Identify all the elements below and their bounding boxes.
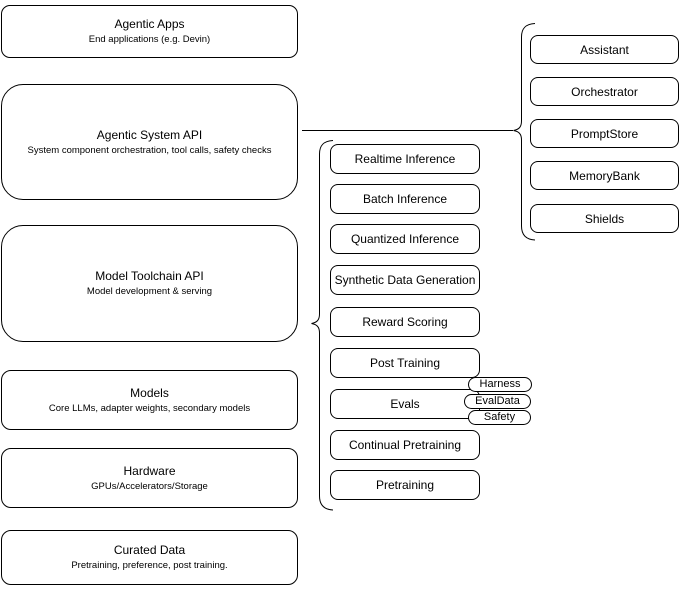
node-memorybank: MemoryBank (530, 161, 679, 190)
node-label: PromptStore (570, 126, 639, 141)
node-assistant: Assistant (530, 35, 679, 64)
toolchain-bracket (311, 140, 334, 511)
node-model-toolchain-api: Model Toolchain API Model development & … (1, 225, 298, 342)
node-label: Evals (390, 397, 420, 411)
node-promptstore: PromptStore (530, 119, 679, 148)
node-post-training: Post Training (330, 348, 480, 378)
node-subtitle: Core LLMs, adapter weights, secondary mo… (48, 402, 251, 414)
tag-harness: Harness (468, 377, 532, 392)
node-agentic-apps: Agentic Apps End applications (e.g. Devi… (1, 5, 298, 58)
node-subtitle: End applications (e.g. Devin) (88, 34, 211, 45)
node-label: Post Training (369, 356, 441, 370)
node-label: Realtime Inference (354, 152, 456, 166)
node-title: Agentic System API (96, 127, 203, 142)
tag-label: Harness (479, 378, 521, 390)
node-pretraining: Pretraining (330, 470, 480, 500)
node-title: Models (130, 385, 169, 400)
node-shields: Shields (530, 204, 679, 233)
tag-safety: Safety (468, 410, 531, 425)
node-subtitle: System component orchestration, tool cal… (27, 144, 272, 156)
node-synthetic-data-generation: Synthetic Data Generation (330, 265, 480, 295)
node-continual-pretraining: Continual Pretraining (330, 430, 480, 460)
node-reward-scoring: Reward Scoring (330, 307, 480, 337)
node-subtitle: GPUs/Accelerators/Storage (91, 480, 208, 492)
tag-label: EvalData (475, 395, 520, 407)
node-label: Batch Inference (362, 192, 448, 206)
node-subtitle: Pretraining, preference, post training. (71, 560, 228, 571)
node-label: Synthetic Data Generation (334, 273, 476, 287)
node-quantized-inference: Quantized Inference (330, 224, 480, 254)
node-batch-inference: Batch Inference (330, 184, 480, 214)
node-subtitle: Model development & serving (86, 286, 213, 297)
node-title: Hardware (123, 463, 176, 478)
node-hardware: Hardware GPUs/Accelerators/Storage (1, 448, 298, 508)
node-label: Pretraining (375, 478, 435, 492)
node-label: Shields (584, 211, 625, 226)
node-label: Orchestrator (571, 84, 638, 99)
tag-label: Safety (483, 411, 516, 423)
node-label: Quantized Inference (350, 232, 460, 246)
node-title: Model Toolchain API (95, 269, 204, 283)
node-agentic-system-api: Agentic System API System component orch… (1, 84, 298, 200)
node-label: Continual Pretraining (348, 438, 462, 452)
node-label: Assistant (580, 42, 629, 57)
node-title: Agentic Apps (114, 17, 185, 31)
node-models: Models Core LLMs, adapter weights, secon… (1, 370, 298, 430)
node-curated-data: Curated Data Pretraining, preference, po… (1, 530, 298, 585)
components-bracket (513, 23, 536, 241)
node-evals: Evals (330, 389, 480, 419)
tag-evaldata: EvalData (464, 394, 531, 409)
node-realtime-inference: Realtime Inference (330, 144, 480, 174)
node-title: Curated Data (113, 543, 186, 557)
node-label: Reward Scoring (362, 315, 448, 329)
node-label: MemoryBank (569, 168, 640, 183)
node-orchestrator: Orchestrator (530, 77, 679, 106)
